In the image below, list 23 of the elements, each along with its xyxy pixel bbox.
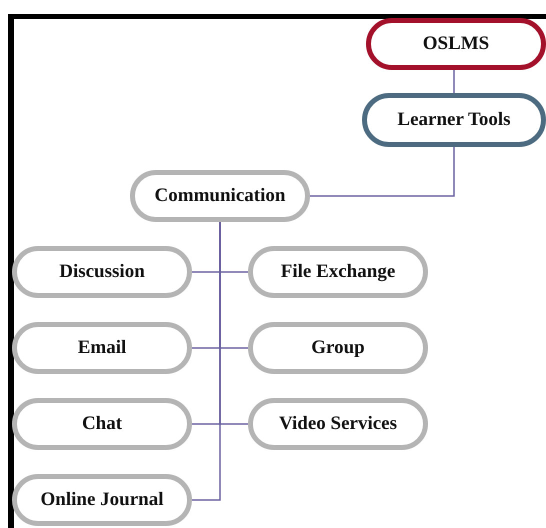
connector-line <box>192 222 221 501</box>
node-label: OSLMS <box>422 33 490 55</box>
node-label: Video Services <box>278 413 398 435</box>
rounded-box <box>362 93 546 147</box>
node-label: File Exchange <box>280 261 396 283</box>
rounded-box <box>248 246 428 298</box>
connector-line <box>310 147 455 197</box>
rounded-box <box>248 322 428 374</box>
node-label: Communication <box>154 185 286 207</box>
rounded-box <box>248 398 428 450</box>
rounded-box <box>12 322 192 374</box>
connector-line <box>453 70 455 93</box>
rounded-box <box>12 398 192 450</box>
node-label: Learner Tools <box>397 109 511 131</box>
node-label: Group <box>311 337 365 359</box>
rounded-box <box>130 170 310 222</box>
node-label: Online Journal <box>40 489 164 511</box>
node-label: Discussion <box>59 261 145 283</box>
node-label: Email <box>78 337 126 359</box>
rounded-box <box>366 18 546 70</box>
rounded-box <box>12 246 192 298</box>
node-label: Chat <box>82 413 122 435</box>
rounded-box <box>12 474 192 526</box>
